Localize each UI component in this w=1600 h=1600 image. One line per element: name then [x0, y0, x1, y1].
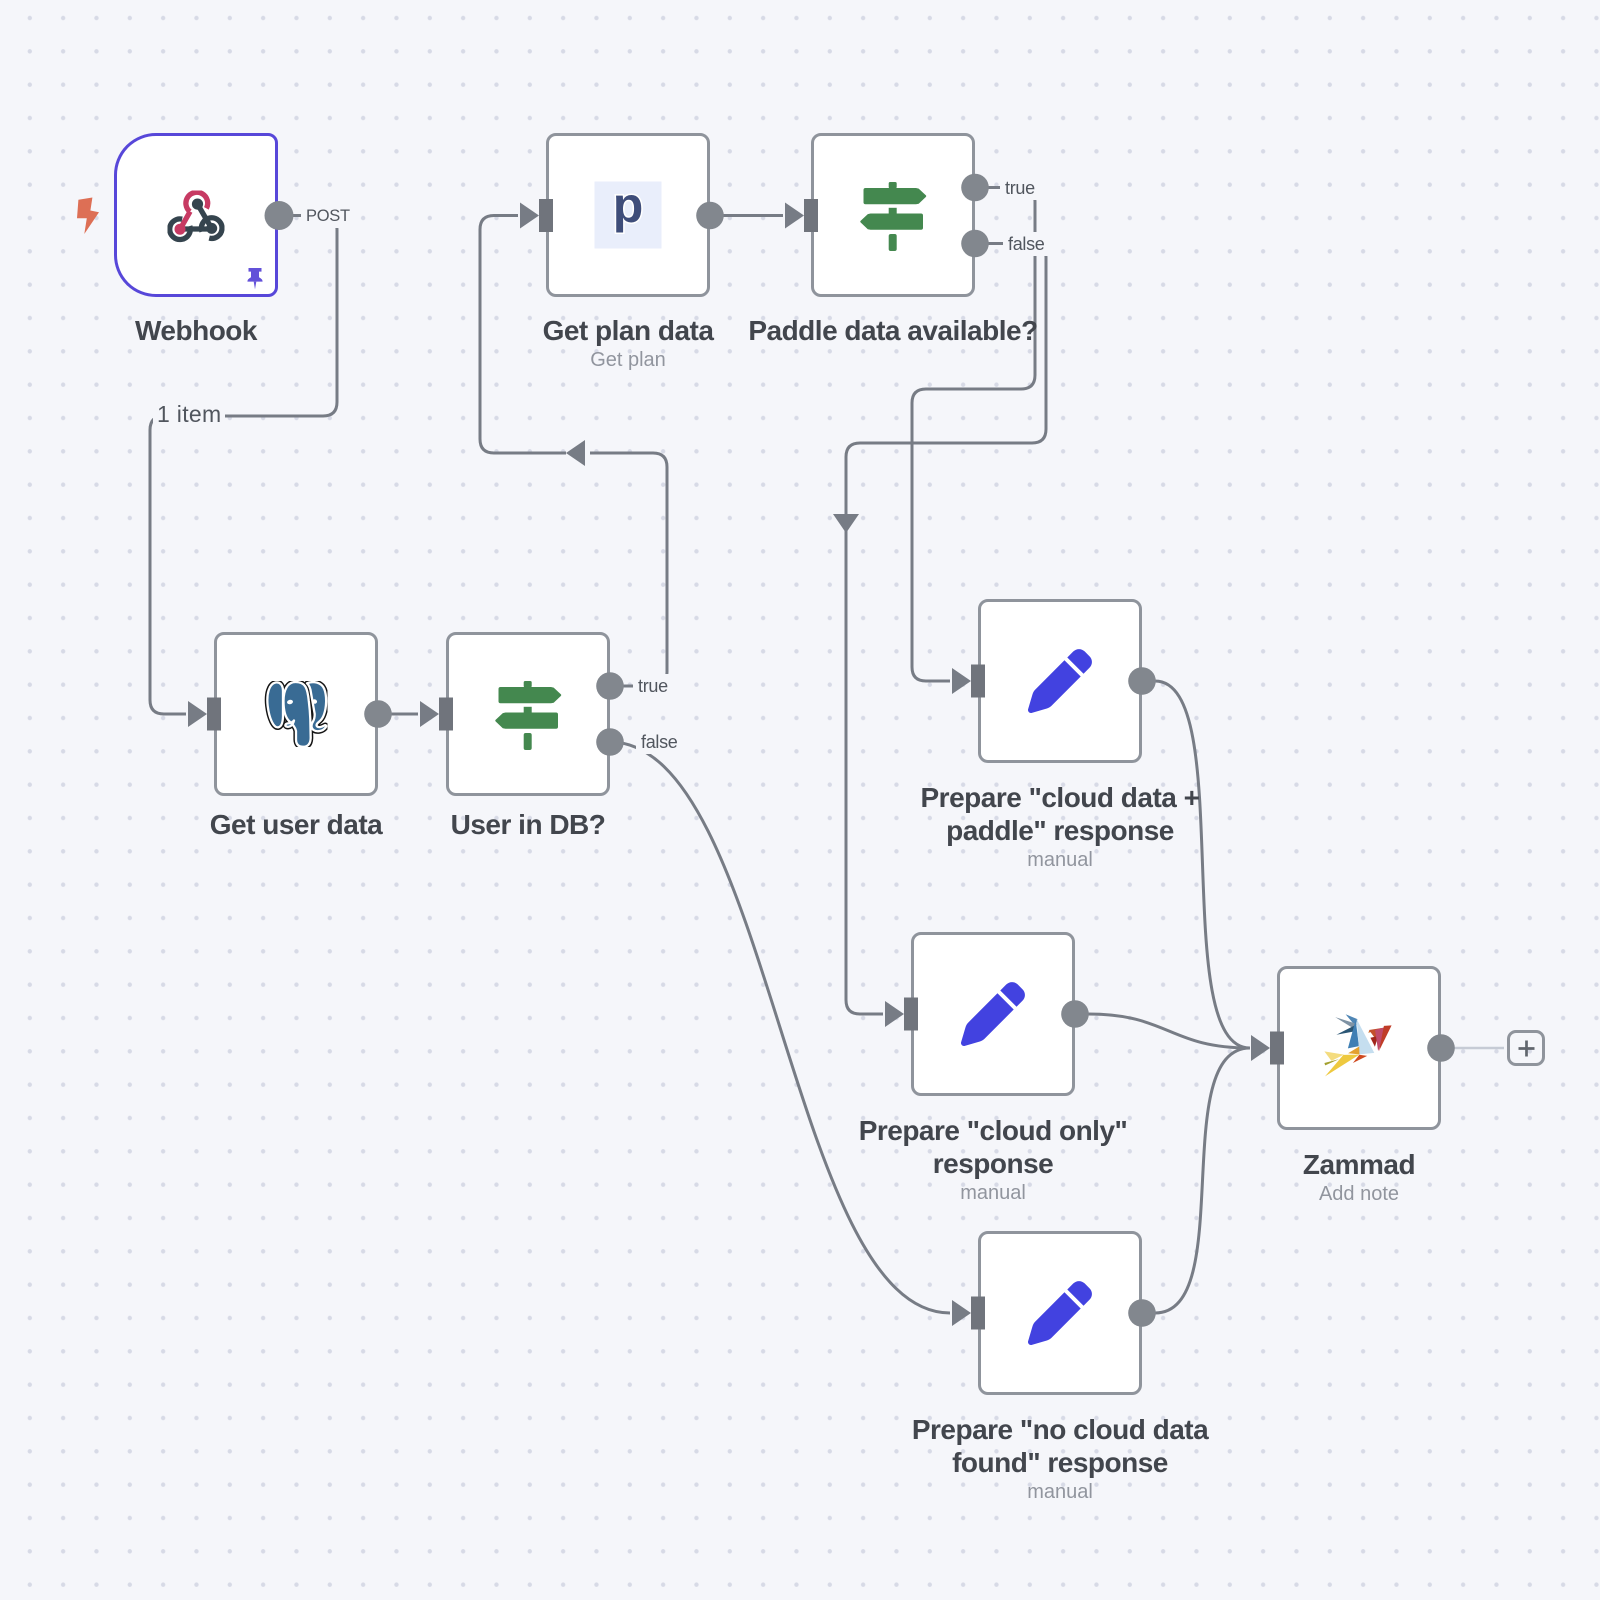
svg-text:p: p	[613, 182, 644, 234]
